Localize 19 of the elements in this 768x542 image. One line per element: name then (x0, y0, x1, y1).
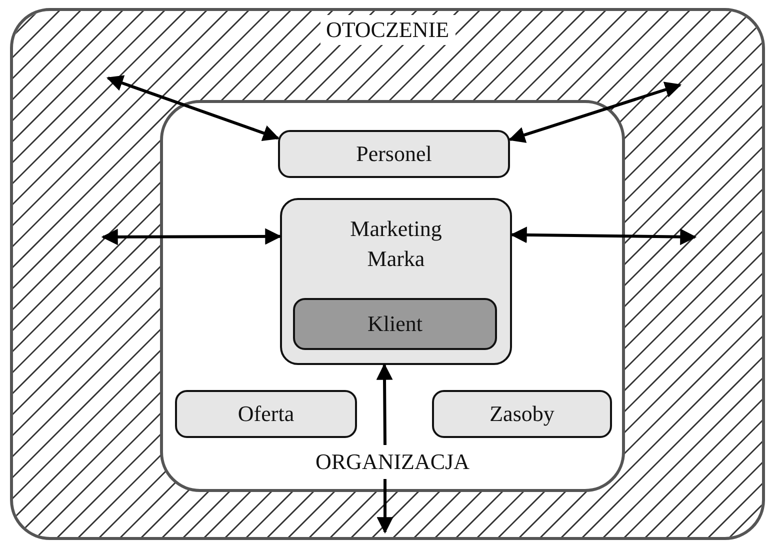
process-box (278, 130, 510, 178)
label-text: Zasoby (490, 400, 554, 428)
double-arrow (106, 75, 280, 141)
label-text: Personel (356, 140, 432, 168)
process-box (432, 390, 612, 438)
double-arrow (510, 226, 697, 246)
process-box (175, 390, 357, 438)
environment-panel (10, 8, 765, 540)
process-box (293, 298, 497, 350)
label-text: Marka (367, 245, 425, 273)
label-text: Oferta (238, 400, 294, 428)
group-box (280, 198, 512, 365)
organization-panel (160, 100, 625, 492)
label-text: Marketing (350, 215, 442, 243)
double-arrow (101, 228, 282, 246)
label-text: Klient (368, 310, 422, 338)
double-arrow (508, 82, 682, 143)
double-arrow (376, 363, 394, 534)
area-title: OTOCZENIE (320, 15, 456, 45)
